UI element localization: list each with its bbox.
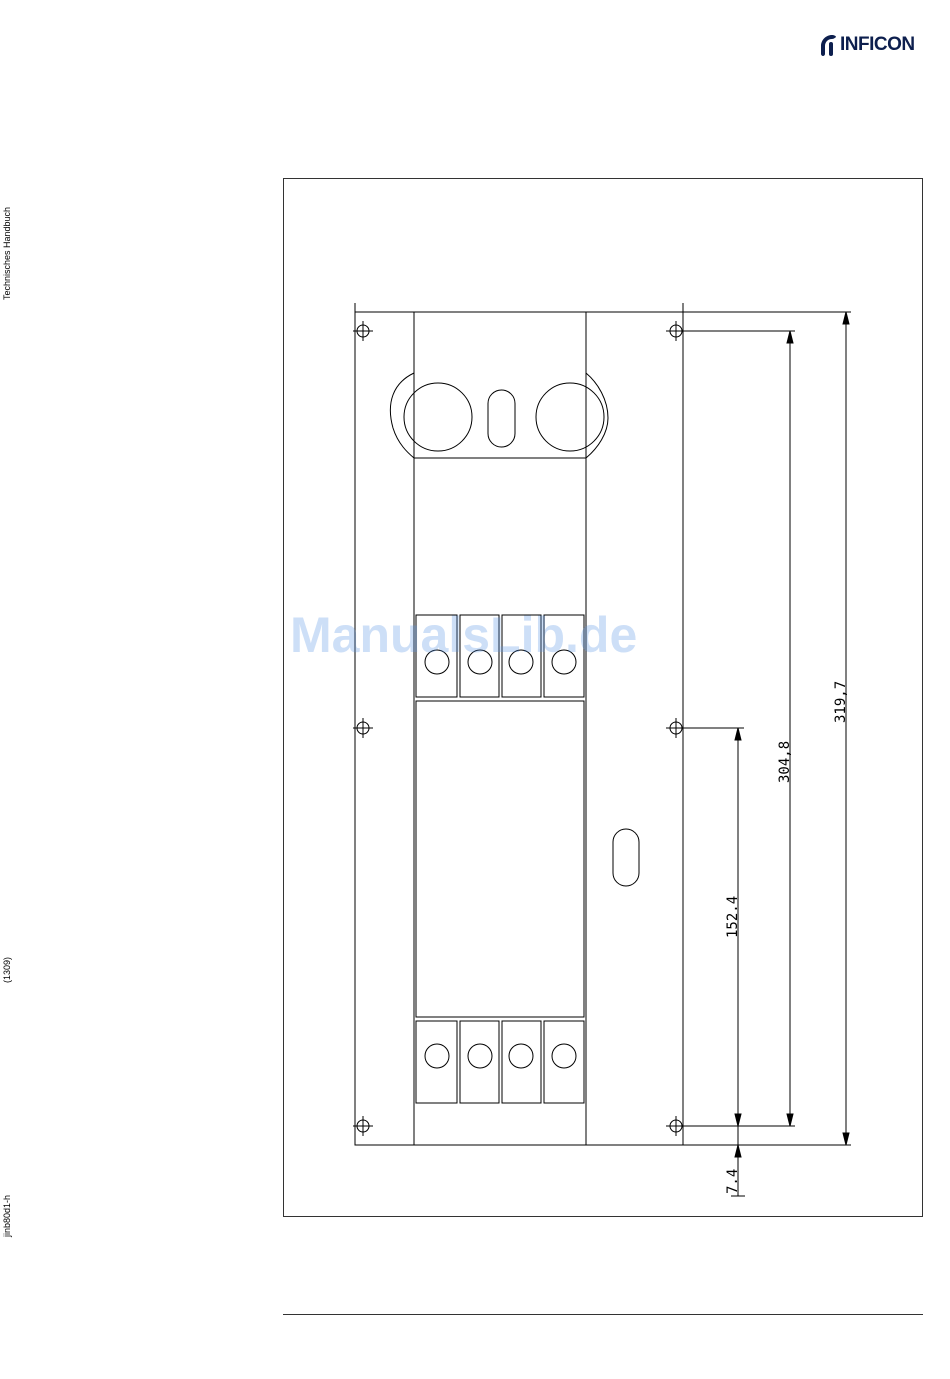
dim-label-152-4: 152.4 — [725, 896, 741, 938]
top-cutout — [390, 373, 608, 458]
dim-label-319-7: 319,7 — [833, 681, 849, 723]
mounting-hole-ml — [353, 718, 373, 738]
sidebar-title: Technisches Handbuch — [2, 207, 12, 300]
panel-outline — [355, 312, 683, 1145]
footer-rule — [283, 1314, 923, 1315]
watermark: ManualsLib.de — [290, 606, 637, 664]
technical-drawing: 319,7 304,8 152.4 7.4 — [283, 178, 923, 1217]
mounting-hole-tl — [353, 321, 373, 341]
mounting-hole-bl — [353, 1116, 373, 1136]
slot-side — [613, 829, 639, 886]
inficon-logo: INFICON — [818, 30, 915, 60]
display-window — [416, 701, 584, 1017]
large-hole-right — [536, 383, 604, 451]
sidebar-revision: (1309) — [2, 957, 12, 983]
connector-row-bottom — [416, 1021, 584, 1103]
sidebar-doc-id: jinb80d1-h — [2, 1195, 12, 1237]
slot-top — [488, 390, 515, 447]
dim-label-304-8: 304,8 — [777, 741, 793, 783]
logo-text: INFICON — [840, 34, 915, 56]
dim-label-7-4: 7.4 — [725, 1169, 741, 1194]
inficon-logo-icon — [818, 33, 838, 57]
